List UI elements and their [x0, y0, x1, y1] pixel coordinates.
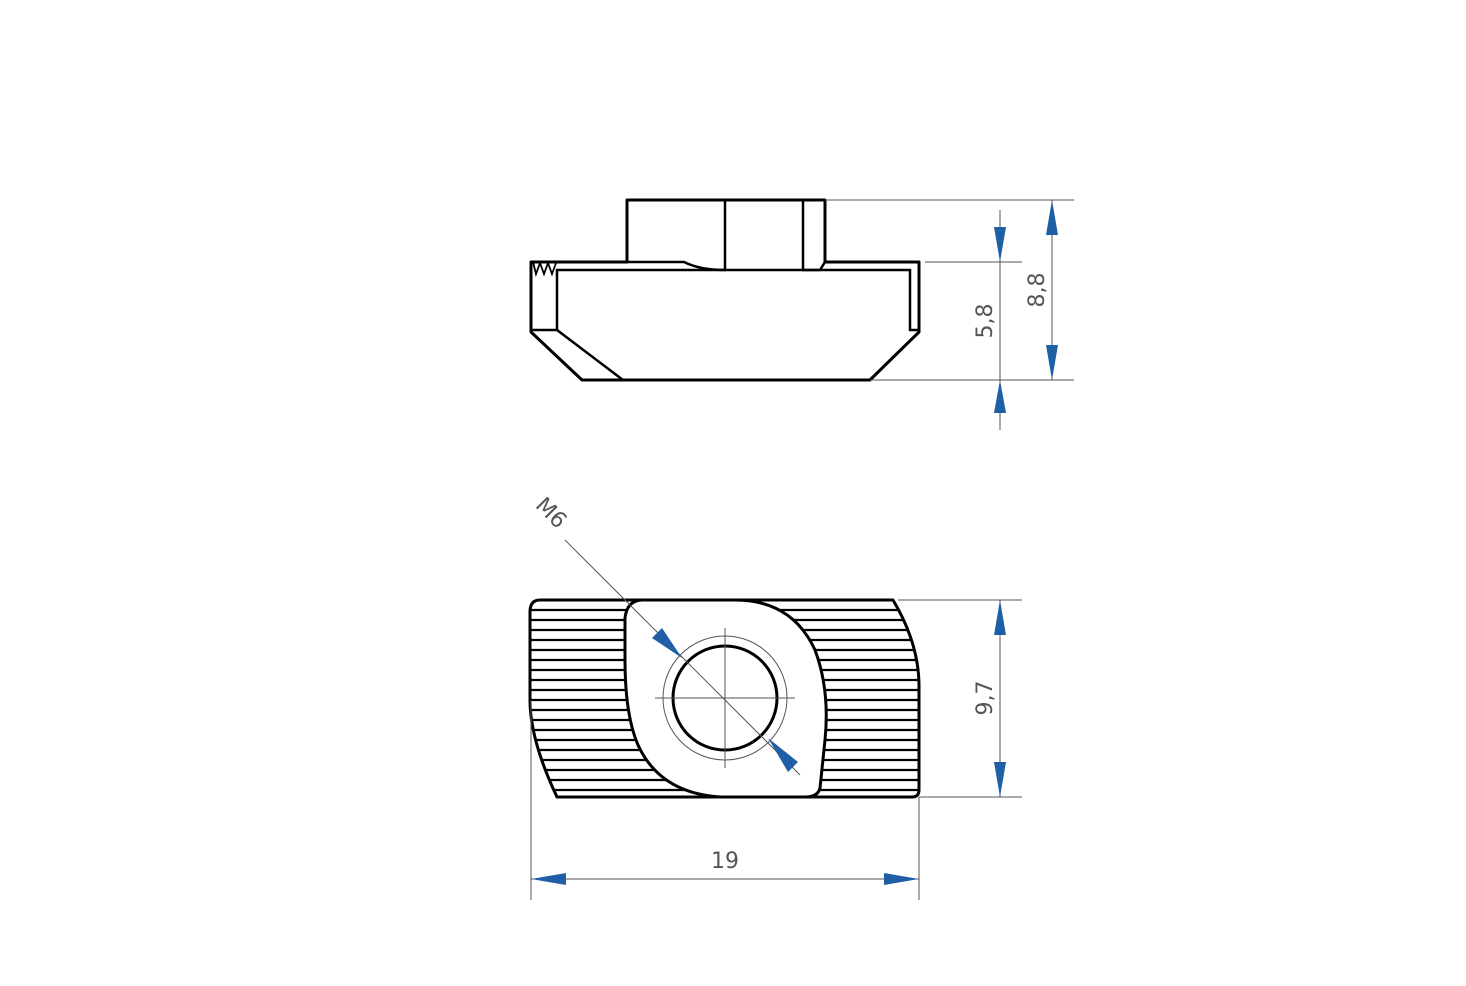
arrow-head [652, 628, 682, 658]
arrow-head [1046, 345, 1058, 380]
dimension-width: 9,7 [898, 599, 1022, 798]
dimension-label-8-8: 8,8 [1025, 273, 1050, 308]
dimension-total-height: 8,8 [825, 199, 1074, 380]
side-view-inner-edges [529, 198, 921, 382]
dimension-label-19: 19 [711, 849, 739, 874]
arrow-head [994, 227, 1006, 262]
arrow-head [768, 738, 798, 772]
arrow-head [1046, 200, 1058, 235]
dimension-label-5-8: 5,8 [973, 304, 998, 339]
dimension-slot-height: 5,8 [870, 210, 1074, 430]
dimension-length: 19 [530, 700, 920, 900]
arrow-head [531, 873, 566, 885]
dimension-thread: M6 [530, 493, 801, 776]
side-view [529, 198, 921, 382]
arrow-head [884, 873, 919, 885]
arrow-head [994, 762, 1006, 797]
arrow-head [994, 380, 1006, 413]
arrow-head [994, 600, 1006, 635]
dimension-label-9-7: 9,7 [973, 681, 998, 716]
top-view [528, 598, 921, 799]
dimension-label-m6: M6 [530, 493, 571, 534]
